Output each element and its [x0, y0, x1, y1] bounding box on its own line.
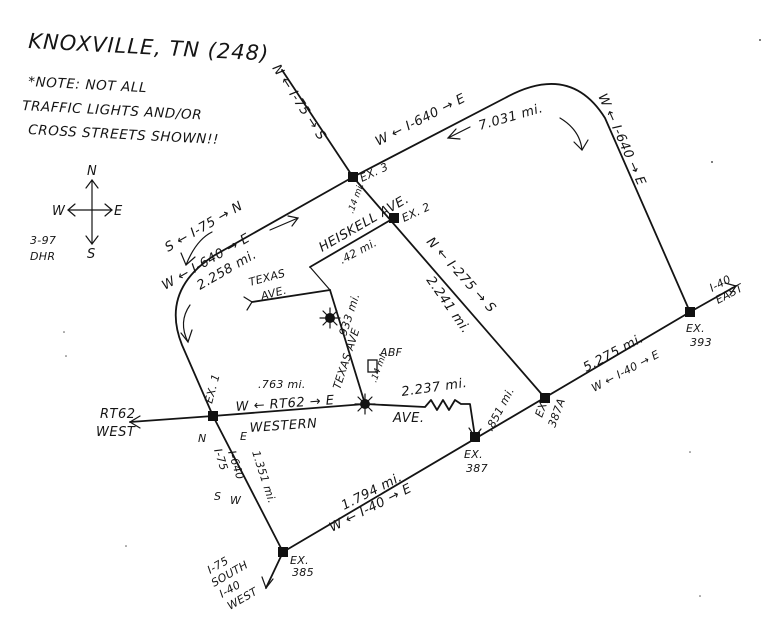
distance-i640-top: 7.031 mi.	[477, 101, 545, 134]
abf-terminal-icon	[367, 359, 378, 373]
exit-1-label: EX. 1	[202, 372, 222, 404]
exit-393-number: 393	[690, 336, 712, 349]
node-ex3	[348, 172, 358, 182]
compass-north: N	[87, 164, 97, 179]
interchange-nodes	[208, 172, 695, 557]
exit-387-number: 387	[466, 462, 488, 475]
i75-north-label: N ← I-75 → S	[269, 62, 329, 143]
i75-i640-south-s: S	[214, 490, 221, 503]
rt62-west-line1: RT62	[100, 407, 136, 422]
western-label: WESTERN	[249, 416, 318, 436]
exit-385-number: 385	[292, 566, 314, 579]
note-line-3: CROSS STREETS SHOWN!!	[28, 122, 220, 148]
distance-i75-ex1-385: 1.351 mi.	[249, 449, 278, 505]
node-ex1	[208, 411, 218, 421]
signature-date: 3-97	[30, 234, 56, 247]
exit-3-label: EX. 3	[358, 160, 391, 184]
compass-west: W	[52, 204, 66, 219]
exit-385-label: EX.	[290, 554, 309, 567]
node-ex387a	[540, 393, 550, 403]
exit-387a-label: EX.	[533, 397, 552, 419]
direction-arrows	[128, 117, 737, 590]
compass-south: S	[87, 247, 96, 262]
node-ex387	[470, 432, 480, 442]
rt62-west-line2: WEST	[96, 425, 136, 440]
node-ex393	[685, 307, 695, 317]
exit-387-label: EX.	[464, 448, 483, 461]
note-line-1: *NOTE: NOT ALL	[28, 74, 148, 96]
pencil-specks	[63, 39, 761, 597]
traffic-light-icon	[319, 307, 341, 329]
signature-initials: DHR	[30, 250, 55, 263]
traffic-light-icon	[354, 393, 376, 415]
i640-right-label: W ← I-640 → E	[594, 92, 648, 189]
map-title: KNOXVILLE, TN (248)	[28, 29, 270, 66]
distance-ex3-ex2: .14 mi.	[346, 182, 366, 215]
note-line-2: TRAFFIC LIGHTS AND/OR	[22, 98, 203, 123]
road-network	[129, 69, 737, 589]
distance-abf: .14 mi.	[369, 351, 389, 384]
texas-ave-label-bottom: AVE.	[258, 284, 288, 304]
exit-393-label: EX.	[686, 322, 705, 335]
compass-east: E	[114, 204, 123, 219]
abf-label: ABF	[379, 346, 403, 359]
distance-western: 2.237 mi.	[400, 376, 468, 400]
western-ave-label: AVE.	[392, 411, 425, 426]
node-ex385	[278, 547, 288, 557]
i75-i640-south-n: N	[198, 432, 207, 445]
i75-i640-south-e: E	[240, 430, 247, 443]
compass-rose-icon	[67, 179, 113, 245]
i75-i640-south-w: W	[230, 494, 242, 507]
distance-i40-387-387a: .851 mi.	[483, 385, 517, 433]
distance-rt62: .763 mi.	[258, 378, 306, 391]
rt62-label: W ← RT62 → E	[235, 393, 335, 415]
node-ex2	[389, 213, 399, 223]
